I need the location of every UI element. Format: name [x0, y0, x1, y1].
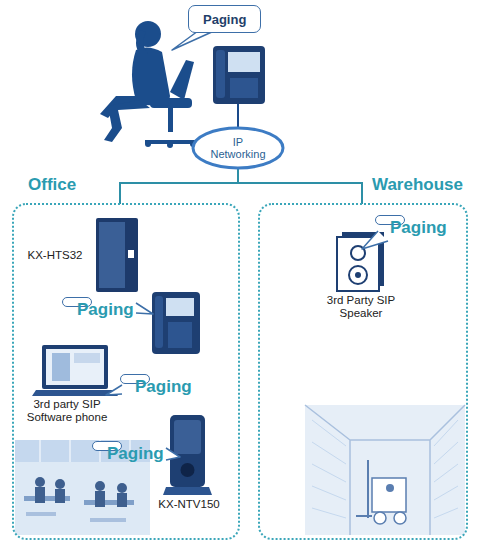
bubble-tail	[172, 31, 214, 50]
device-label: KX-HTS32	[18, 249, 92, 262]
callout-text: Paging	[77, 302, 134, 318]
desk-phone	[213, 46, 265, 104]
bubble-tail	[106, 385, 122, 395]
shelf-line	[312, 508, 346, 518]
warehouse-scene	[305, 405, 465, 535]
pbx-unit	[96, 218, 138, 292]
region-heading: Warehouse	[372, 175, 463, 195]
shelf-line	[312, 420, 346, 446]
shelf-line	[434, 442, 458, 464]
callout-text: Paging	[107, 446, 164, 462]
network-cloud: IP Networking	[191, 126, 285, 170]
callout-text: Paging	[390, 220, 447, 236]
paging-callout: Paging	[92, 441, 122, 451]
paging-callout: Paging	[375, 215, 405, 225]
network-link	[238, 169, 362, 204]
man-figure	[100, 21, 196, 148]
shelf-line	[312, 442, 346, 464]
bubble-tail	[362, 231, 388, 249]
region-heading: Office	[28, 175, 76, 195]
device-label: 3rd party SIP Software phone	[16, 398, 118, 424]
callout-text: Paging	[203, 12, 246, 27]
paging-callout: Paging	[188, 5, 261, 33]
link-line	[237, 104, 239, 127]
shelf-line	[312, 464, 346, 482]
paging-callout: Paging	[120, 374, 150, 384]
paging-callout: Paging	[62, 297, 92, 307]
shelf-line	[434, 486, 458, 500]
site-region: WarehousePaging	[258, 203, 468, 540]
bubble-tail	[136, 303, 153, 314]
callout-text: Paging	[135, 379, 192, 395]
shelf-line	[434, 464, 458, 482]
laptop	[32, 345, 118, 396]
shelf-line	[312, 486, 346, 500]
camera-unit	[163, 415, 212, 495]
bubble-tail	[166, 448, 180, 460]
desk-phone	[152, 292, 200, 354]
bubble-tails	[106, 31, 388, 460]
shelf-line	[434, 508, 458, 518]
device-label: KX-NTV150	[150, 498, 228, 511]
shelf-line	[434, 420, 458, 446]
network-label: IP Networking	[191, 136, 285, 160]
network-link	[120, 169, 238, 204]
device-label: 3rd Party SIP Speaker	[318, 294, 404, 320]
